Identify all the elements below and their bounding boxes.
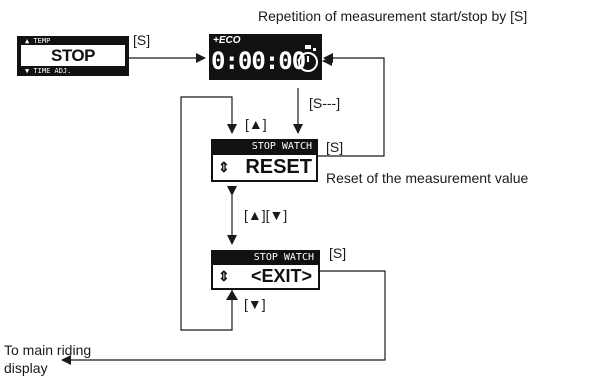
running-screen: +ECO 0:00:00: [209, 34, 322, 80]
label-s-to-running: [S]: [133, 32, 151, 48]
reset-screen: STOP WATCH ⇕ RESET: [211, 139, 318, 182]
stopwatch-icon: [297, 44, 319, 74]
menu-screen: ▲ TEMP STOP WATCH ▼ TIME ADJ.: [17, 36, 129, 76]
bottom-caption-line-1: To main riding: [4, 342, 92, 358]
bottom-caption-line-2: display: [4, 360, 48, 376]
menu-bottom-item: ▼ TIME ADJ.: [25, 67, 72, 75]
label-down-from-exit: [▼]: [244, 296, 266, 312]
label-s-from-exit: [S]: [329, 245, 347, 261]
label-s-long-press: [S---]: [309, 95, 341, 111]
exit-screen: STOP WATCH ⇕ <EXIT>: [211, 250, 320, 290]
eco-indicator: +ECO: [213, 35, 241, 46]
arrow-loop-to-reset: [180, 96, 237, 331]
arrow-exit-to-main: [61, 270, 386, 365]
label-s-from-reset: [S]: [326, 139, 344, 155]
label-up-down: [▲][▼]: [244, 207, 288, 223]
reset-value: RESET: [245, 156, 312, 178]
exit-value: <EXIT>: [250, 266, 312, 286]
menu-main-item: STOP WATCH: [21, 45, 125, 76]
exit-screen-body: ⇕ <EXIT>: [213, 265, 318, 288]
reset-screen-body: ⇕ RESET: [213, 155, 316, 180]
updown-arrows-icon: ⇕: [218, 159, 230, 175]
elapsed-time-digits: 0:00:00: [211, 47, 306, 75]
label-up-to-reset: [▲]: [245, 116, 267, 132]
reset-caption: Reset of the measurement value: [326, 170, 529, 186]
arrow-reset-to-running: [318, 53, 385, 157]
arrowhead-into-running: [322, 53, 332, 66]
top-caption: Repetition of measurement start/stop by …: [258, 8, 528, 24]
menu-top-item: ▲ TEMP: [25, 37, 51, 45]
updown-arrows-icon: ⇕: [218, 268, 230, 284]
reset-screen-title: STOP WATCH: [213, 141, 316, 154]
exit-screen-title: STOP WATCH: [213, 252, 318, 264]
